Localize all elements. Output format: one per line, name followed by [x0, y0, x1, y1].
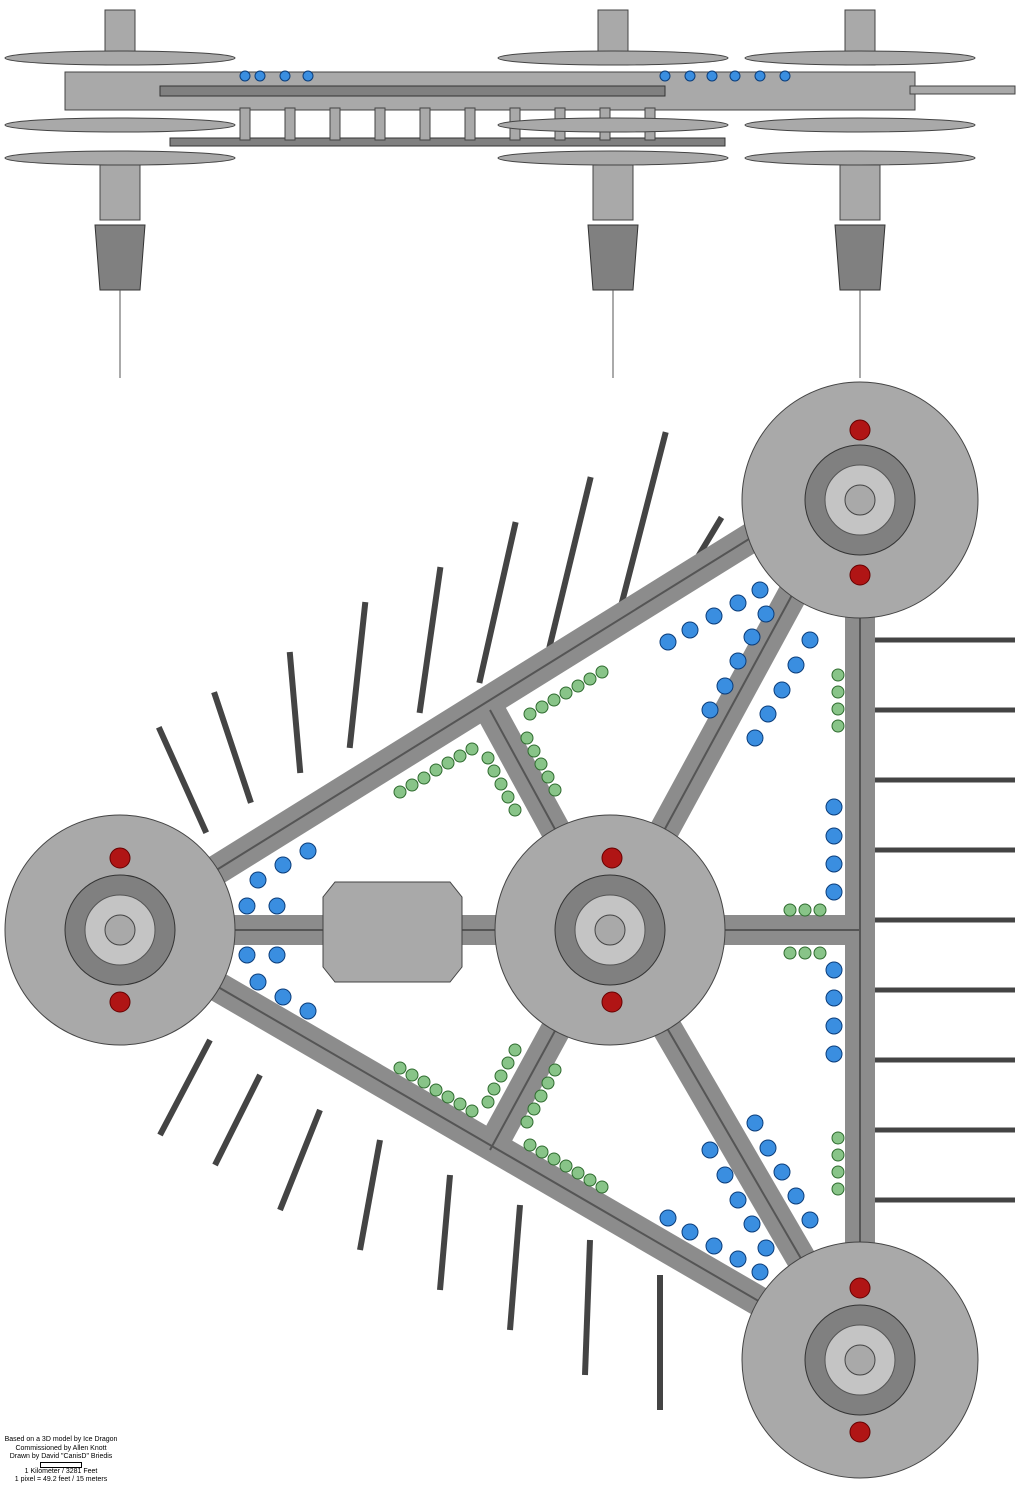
- emblem-icon: [849, 564, 871, 586]
- side-tower-left: [4, 9, 236, 378]
- emblem-icon: [601, 847, 623, 869]
- hub-bottom: [741, 1241, 979, 1479]
- side-antenna-boom: [909, 85, 1016, 95]
- emblem-icon: [849, 419, 871, 441]
- side-spine-detail: [159, 85, 666, 97]
- credit-artist: Drawn by David "CanisD" Briedis: [9, 1453, 113, 1460]
- emblem-icon: [601, 991, 623, 1013]
- hub-top: [741, 381, 979, 619]
- green-pods: [393, 665, 845, 1196]
- credit-model: Based on a 3D model by Ice Dragon: [4, 1436, 118, 1443]
- central-module: [322, 881, 463, 983]
- side-tower-right: [744, 9, 976, 378]
- emblem-icon: [109, 991, 131, 1013]
- emblem-icon: [849, 1421, 871, 1443]
- hub-left: [4, 814, 236, 1046]
- scale-label: 1 Kilometer / 3281 Feet: [24, 1467, 98, 1475]
- side-tower-middle: [497, 9, 729, 378]
- right-docking-fingers: [870, 637, 1015, 1203]
- hub-center: [494, 814, 726, 1046]
- side-blue-pods: [239, 70, 791, 82]
- side-lower-rail: [169, 137, 726, 147]
- emblem-icon: [109, 847, 131, 869]
- lower-docking-fingers: [157, 1038, 663, 1410]
- blue-pods: [238, 581, 843, 1281]
- scale-bar: [40, 1461, 82, 1468]
- side-view: [4, 9, 1016, 378]
- credits-block: Based on a 3D model by Ice Dragon Commis…: [2, 1436, 120, 1485]
- top-view: [4, 381, 1015, 1479]
- pixel-scale-label: 1 pixel = 49.2 feet / 15 meters: [14, 1476, 108, 1483]
- emblem-icon: [849, 1277, 871, 1299]
- credit-commission: Commissioned by Allen Knott: [15, 1444, 107, 1452]
- upper-docking-fingers: [156, 431, 725, 834]
